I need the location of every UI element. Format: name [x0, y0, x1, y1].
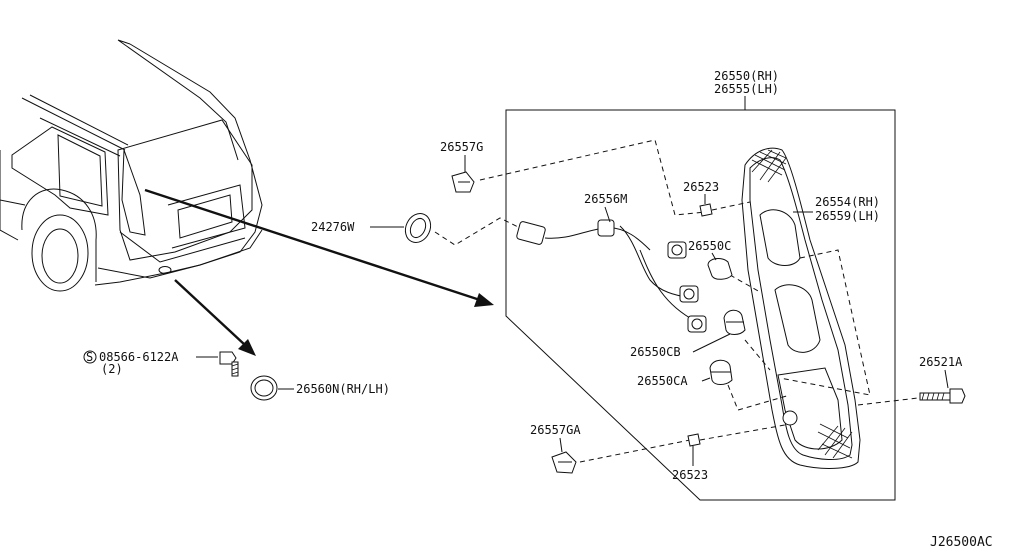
wiring-harness — [516, 219, 707, 333]
bulb-socket-top-label: 26523 — [683, 180, 719, 194]
bulb-socket-top — [699, 203, 713, 217]
bulb-ca — [709, 359, 733, 385]
bolt-label: 26521A — [919, 355, 963, 369]
clip-top-label: 26557G — [440, 140, 483, 154]
harness-socket-2 — [679, 285, 699, 303]
tail-lamp-assembly — [741, 147, 861, 469]
diagram-id: J26500AC — [930, 535, 993, 550]
lens-housing-label-rh: 26554(RH) — [815, 195, 880, 209]
harness-socket-3 — [687, 315, 707, 333]
bulb-ca-label: 26550CA — [637, 374, 688, 388]
clip-bottom-label: 26557GA — [530, 423, 581, 437]
bolt — [919, 388, 966, 404]
lens-hatch-top — [751, 149, 787, 183]
s-symbol-icon — [83, 350, 97, 364]
vehicle-arrows — [144, 188, 494, 356]
combination-lamp-label-lh: 26555(LH) — [714, 82, 779, 96]
exploded-view-frame — [505, 109, 896, 501]
screw-label: 08566-6122A — [99, 350, 179, 364]
bulb-c — [707, 257, 733, 280]
clip-top — [451, 171, 475, 193]
bulb-cb — [723, 309, 746, 335]
bulb-socket-bottom — [687, 433, 701, 447]
dashed-leaders — [434, 139, 919, 463]
screw — [219, 351, 239, 377]
harness-socket-1 — [667, 241, 687, 259]
combination-lamp-callout: 26550(RH) 26555(LH) — [714, 69, 779, 110]
clip-bottom — [551, 451, 577, 474]
bulb-socket-bottom-label: 26523 — [672, 468, 708, 482]
vehicle-rear-illustration — [0, 39, 263, 292]
grommet — [404, 212, 432, 244]
bulb-c-label: 26550C — [688, 239, 731, 253]
lens-housing-label-lh: 26559(LH) — [815, 209, 880, 223]
combination-lamp-label-rh: 26550(RH) — [714, 69, 779, 83]
harness-label: 26556M — [584, 192, 627, 206]
cap-label: 26560N(RH/LH) — [296, 382, 390, 396]
bulb-cb-label: 26550CB — [630, 345, 681, 359]
lens-hatch-bottom — [817, 423, 853, 459]
grommet-label: 24276W — [311, 220, 355, 234]
screw-qty: (2) — [101, 362, 123, 376]
screw-prefix-symbol: S — [86, 350, 93, 364]
screw-callout: S 08566-6122A (2) — [83, 350, 218, 376]
lens-housing-callout: 26554(RH) 26559(LH) — [793, 195, 880, 223]
cap — [250, 375, 278, 401]
